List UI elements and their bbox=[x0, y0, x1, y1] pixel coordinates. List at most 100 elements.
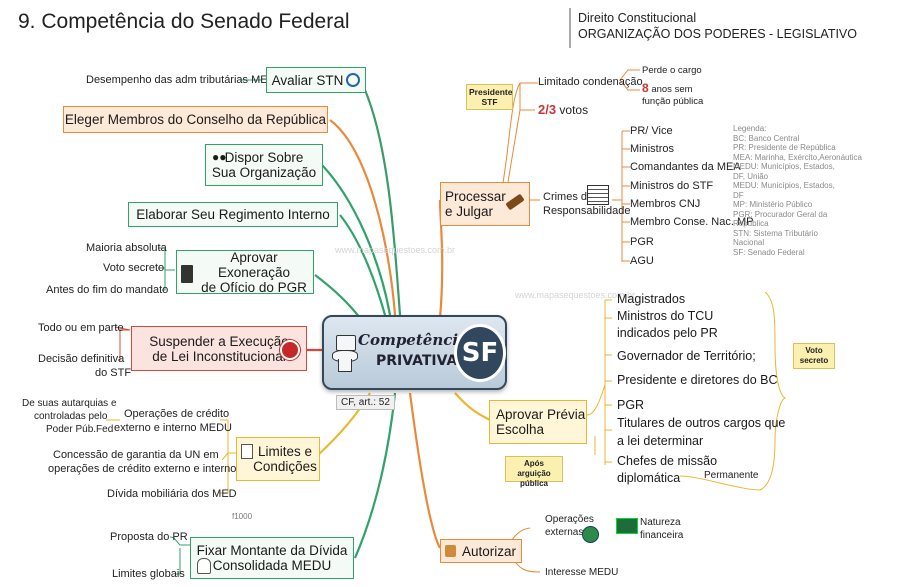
op2-line2: operações de crédito externo e interno bbox=[48, 463, 237, 475]
votos-fraction: 2/3 bbox=[538, 102, 557, 117]
voto-secreto-note: Voto secreto bbox=[793, 343, 835, 369]
thumbs-up-icon bbox=[445, 545, 456, 557]
permanente-label: Permanente bbox=[704, 470, 759, 481]
crimes-line2: Responsabilidade bbox=[543, 205, 631, 217]
stop-hand-icon bbox=[280, 340, 300, 360]
central-title: Competência bbox=[358, 331, 468, 349]
natureza-line1: Natureza bbox=[640, 517, 681, 528]
fixar-line2: Consolidada MEDU bbox=[212, 558, 332, 573]
autoridade-item: PR/ Vice bbox=[630, 125, 673, 137]
aprovar-node: Aprovar Prévia Escolha bbox=[489, 400, 587, 444]
fixar-line1: Fixar Montante da Dívida bbox=[196, 543, 348, 558]
legend: Legenda: BC: Banco Central PR: President… bbox=[733, 124, 862, 257]
list-icon bbox=[587, 185, 609, 205]
anos-line1: 8 anos sem bbox=[642, 82, 693, 96]
eleger-label: Eleger Membros do Conselho da República bbox=[64, 112, 327, 127]
operacoes-line1: Operações bbox=[545, 514, 594, 525]
limites-line1: Limites e bbox=[257, 444, 313, 459]
voto-line1: Voto bbox=[805, 346, 823, 355]
natureza-line2: financeira bbox=[640, 530, 684, 541]
exoneracao-item: Voto secreto bbox=[103, 262, 165, 274]
presidente-line2: STF bbox=[481, 97, 498, 107]
aprovar-item: diplomática bbox=[617, 471, 681, 485]
fixar-node: Fixar Montante da Dívida Consolidada MED… bbox=[190, 537, 354, 579]
aprovar-item: Chefes de missão bbox=[617, 454, 718, 468]
eleger-node: Eleger Membros do Conselho da República bbox=[63, 106, 328, 133]
aprovar-line1: Aprovar Prévia bbox=[496, 407, 586, 422]
article-ref: CF, art.: 52 bbox=[336, 395, 395, 410]
processar-line1: Processar bbox=[445, 189, 506, 204]
perde-label: Perde o cargo bbox=[642, 65, 702, 76]
processar-node: Processar e Julgar bbox=[440, 182, 530, 226]
op3: Dívida mobiliária dos MED bbox=[107, 488, 237, 500]
exoneracao-node: Aprovar Exoneração de Ofício do PGR bbox=[176, 249, 314, 295]
aprovar-item: Ministros do TCU bbox=[617, 309, 714, 323]
anos-text: anos sem bbox=[651, 84, 693, 95]
fixar-item: Limites globais bbox=[112, 568, 185, 580]
op1-sub: Poder Púb.Fed bbox=[46, 424, 114, 435]
dispor-node: Dispor Sobre Sua Organização ●● bbox=[205, 144, 323, 186]
exoneracao-line1: Aprovar Exoneração bbox=[217, 249, 291, 280]
elaborar-label: Elaborar Seu Regimento Interno bbox=[136, 207, 330, 222]
aprovar-item: Magistrados bbox=[617, 292, 686, 306]
voto-line2: secreto bbox=[799, 356, 829, 365]
exoneracao-item: Antes do fim do mandato bbox=[46, 284, 169, 296]
magnifier-icon bbox=[346, 73, 361, 87]
page-title: 9. Competência do Senado Federal bbox=[18, 10, 350, 33]
aprovar-item: PGR bbox=[617, 398, 645, 412]
autoridade-item: Comandantes da MEA bbox=[630, 161, 741, 173]
autoridade-item: AGU bbox=[630, 255, 654, 267]
op1-line2: externo e interno MEDU bbox=[114, 422, 232, 434]
suspender-node: Suspender a Execução de Lei Inconstituci… bbox=[131, 326, 307, 371]
exoneracao-item: Maioria absoluta bbox=[86, 242, 167, 254]
processar-line2: e Julgar bbox=[445, 204, 494, 219]
suspender-line2: de Lei Inconstitucional bbox=[152, 348, 286, 364]
arguicao-note: Após arguição pública bbox=[505, 456, 563, 488]
crimes-line1: Crimes de bbox=[543, 191, 594, 203]
interesse-label: Interesse MEDU bbox=[545, 567, 619, 578]
avaliar-label: Avaliar STN bbox=[271, 72, 344, 88]
ghost-icon bbox=[197, 558, 211, 574]
document-icon bbox=[241, 444, 253, 459]
dispor-line2: Sua Organização bbox=[211, 165, 317, 180]
footnote: f1000 bbox=[232, 512, 253, 521]
aprovar-item: Presidente e diretores do BC bbox=[617, 373, 778, 387]
aprovar-item: Titulares de outros cargos que bbox=[617, 416, 786, 430]
anos-line2: função pública bbox=[642, 96, 704, 107]
anos-num: 8 bbox=[642, 81, 649, 95]
votos-word: votos bbox=[559, 103, 589, 117]
central-subtitle: PRIVATIVA bbox=[376, 353, 458, 369]
money-icon bbox=[616, 518, 638, 534]
op2-line1: Concessão de garantia da UN em bbox=[53, 449, 219, 461]
autorizar-label: Autorizar bbox=[461, 543, 517, 559]
elaborar-node: Elaborar Seu Regimento Interno bbox=[128, 202, 338, 227]
toilet-icon bbox=[332, 335, 358, 373]
aprovar-item: indicados pelo PR bbox=[617, 326, 718, 340]
aprovar-line2: Escolha bbox=[496, 422, 545, 437]
autoridade-item: Membro Conse. Nac. MP bbox=[630, 216, 754, 228]
suspender-item: Todo ou em parte bbox=[38, 322, 124, 334]
presidente-line1: Presidente bbox=[469, 87, 513, 97]
organization-icon: ●● bbox=[212, 150, 227, 164]
exoneracao-line2: de Ofício do PGR bbox=[201, 279, 307, 295]
topic-label: ORGANIZAÇÃO DOS PODERES - LEGISLATIVO bbox=[578, 27, 857, 41]
subject-label: Direito Constitucional bbox=[578, 11, 697, 25]
op1-line1: Operações de crédito bbox=[124, 408, 230, 420]
op1-sub: De suas autarquias e bbox=[22, 398, 117, 409]
dispor-line1: Dispor Sobre bbox=[224, 150, 304, 165]
gavel-icon bbox=[505, 193, 525, 211]
autorizar-node: Autorizar bbox=[440, 539, 522, 563]
door-exit-icon bbox=[181, 265, 193, 283]
aprovar-item: a lei determinar bbox=[617, 434, 704, 448]
arguicao-line2: pública bbox=[519, 479, 548, 488]
sf-badge: SF bbox=[454, 324, 506, 382]
presidente-stf-note: Presidente STF bbox=[466, 84, 513, 110]
limitado-label: Limitado condenação bbox=[538, 76, 643, 88]
autoridade-item: Membros CNJ bbox=[630, 198, 701, 210]
central-node: Competência PRIVATIVA SF bbox=[322, 315, 507, 390]
limites-node: Limites e Condições bbox=[236, 437, 320, 481]
votos-label: 2/3 votos bbox=[538, 103, 588, 117]
avaliar-detail: Desempenho das adm tributárias MEDU bbox=[86, 74, 284, 86]
limites-line2: Condições bbox=[253, 459, 317, 474]
arguicao-line1: Após arguição bbox=[517, 459, 551, 478]
